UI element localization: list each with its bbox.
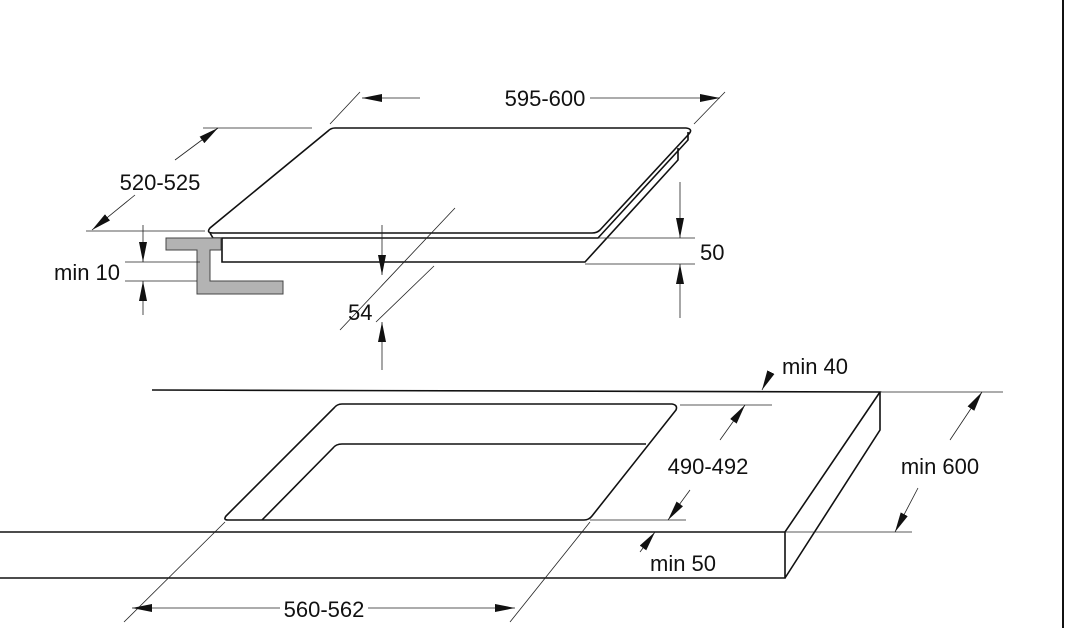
worktop-cutout-inner <box>261 443 646 521</box>
hob-glass-top <box>207 127 692 234</box>
hob-clearance-label: 54 <box>348 300 372 325</box>
worktop-bracket <box>165 237 284 295</box>
min-gap-label: min 10 <box>54 260 120 285</box>
worktop-cutout-outer <box>224 403 678 521</box>
hob-body <box>221 148 679 263</box>
hob-width-label: 595-600 <box>505 86 586 111</box>
hob-dimensions: 595-600 520-525 50 54 min 10 <box>54 86 726 370</box>
hob-height-label: 50 <box>700 240 724 265</box>
hob-depth-label: 520-525 <box>120 170 201 195</box>
worktop-front <box>0 392 881 579</box>
worktop-dimensions: min 40 490-492 min 600 min 50 560-562 <box>123 354 1003 623</box>
worktop-depth-label: min 600 <box>901 454 979 479</box>
hob-drawing <box>165 127 692 295</box>
cutout-width-label: 560-562 <box>284 597 365 622</box>
back-margin-label: min 40 <box>782 354 848 379</box>
cutout-depth-label: 490-492 <box>668 454 749 479</box>
worktop-drawing <box>0 389 882 579</box>
worktop-top <box>0 389 882 533</box>
front-margin-label: min 50 <box>650 551 716 576</box>
hob-glass-edge <box>209 132 689 239</box>
